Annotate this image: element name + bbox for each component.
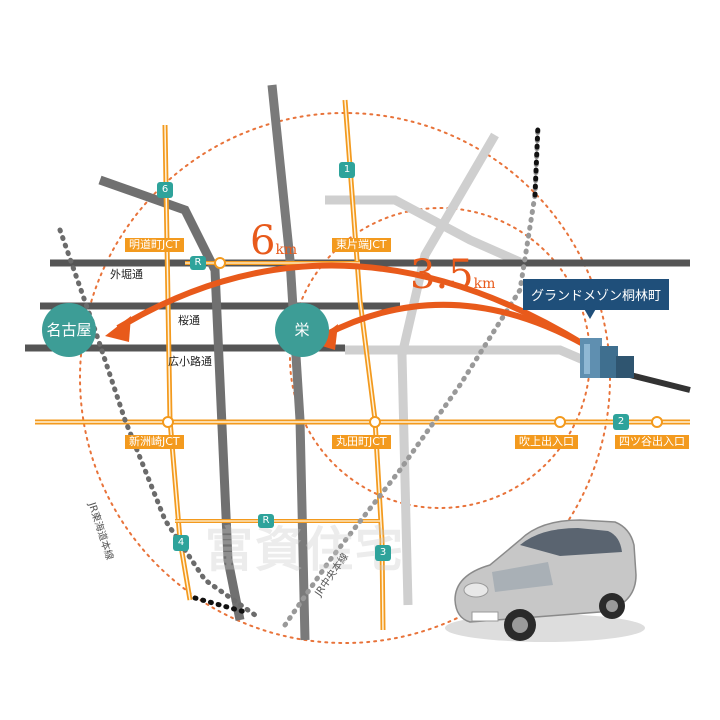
street-sakura: 桜通	[178, 314, 200, 327]
street-sotobori: 外堀通	[110, 268, 143, 281]
distance-3-5km-unit: km	[473, 276, 496, 292]
junction-higashikatahashi: 東片端JCT	[332, 238, 391, 252]
property-building-icon	[580, 338, 634, 378]
ic-ring-2	[162, 416, 174, 428]
ic-ring-4	[554, 416, 566, 428]
distance-6km: 6km	[250, 218, 297, 264]
watermark: 富資住宅	[205, 522, 406, 578]
rail-black-west	[192, 595, 248, 615]
junction-fukiage: 吹上出入口	[515, 435, 578, 449]
route-marker-r-south: R	[258, 514, 274, 528]
distance-6km-unit: km	[275, 242, 298, 258]
arc-3-5km	[323, 301, 587, 348]
distance-6km-value: 6	[250, 218, 276, 264]
ic-ring-1	[214, 257, 226, 269]
station-nagoya: 名古屋	[42, 303, 96, 357]
ic-ring-5	[651, 416, 663, 428]
route-marker-1: 1	[339, 162, 355, 178]
distance-3-5km-value: 3.5	[410, 252, 474, 298]
property-callout: グランドメゾン桐林町	[523, 279, 670, 310]
route-marker-r-north: R	[190, 256, 206, 270]
junction-yotsuya: 四ツ谷出入口	[615, 435, 689, 449]
arc-6km	[116, 262, 587, 348]
expressway-network	[35, 99, 690, 631]
station-sakae: 栄	[275, 303, 329, 357]
route-marker-3: 3	[375, 545, 391, 561]
rail-black-east	[532, 122, 541, 198]
callout-pointer	[583, 307, 597, 319]
road-light-3	[345, 345, 590, 367]
road-light-1	[397, 132, 499, 606]
road-light-2	[325, 195, 522, 267]
road-diagonal-west	[98, 175, 245, 621]
junction-shinsuzaki: 新洲崎JCT	[125, 435, 184, 449]
route-marker-2: 2	[613, 414, 629, 430]
distance-3-5km: 3.5km	[410, 252, 495, 298]
route-marker-4: 4	[173, 535, 189, 551]
junction-marutamachi: 丸田町JCT	[332, 435, 391, 449]
junction-meidocho: 明道町JCT	[125, 238, 184, 252]
route-marker-6: 6	[157, 182, 173, 198]
arc-6km-arrowhead	[105, 316, 131, 342]
street-hirokoji: 広小路通	[168, 355, 212, 368]
ic-ring-3	[369, 416, 381, 428]
car-illustration	[445, 519, 645, 642]
